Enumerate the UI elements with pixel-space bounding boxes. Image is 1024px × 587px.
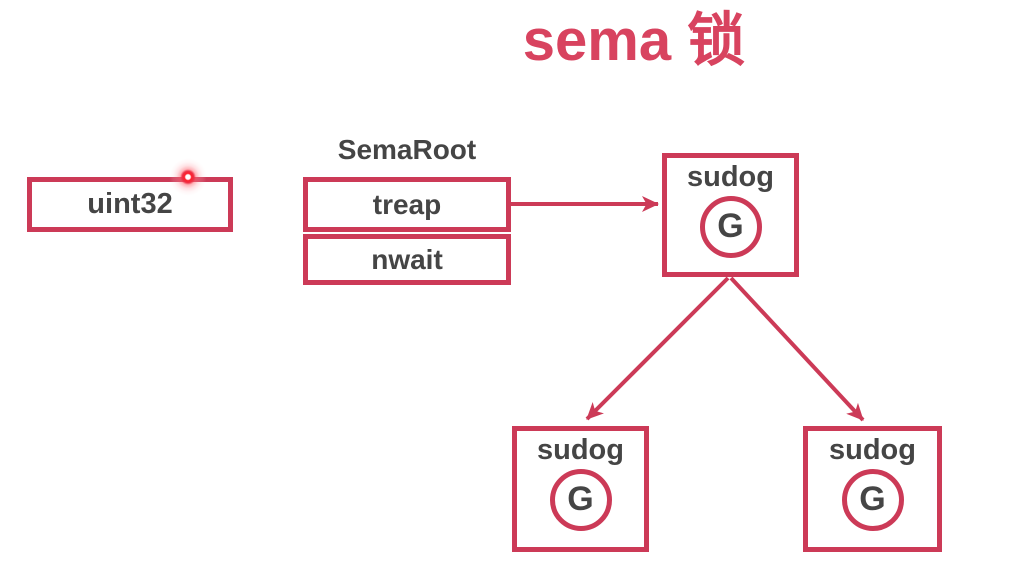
goroutine-circle: G <box>549 468 612 531</box>
semaroot-field-nwait: nwait <box>303 234 511 285</box>
page-title: sema 锁 <box>522 8 746 73</box>
laser-pointer-icon <box>166 155 210 199</box>
goroutine-circle: G <box>699 195 762 258</box>
sudog-node-root: sudog G <box>662 153 799 277</box>
sudog-label: sudog <box>687 161 774 193</box>
arrow-root-to-left-sudog <box>585 276 730 421</box>
arrow-root-to-right-sudog <box>729 276 865 422</box>
treap-label: treap <box>372 188 442 220</box>
sudog-node-right: sudog G <box>803 426 942 552</box>
uint32-label: uint32 <box>87 188 173 220</box>
sudog-node-left: sudog G <box>512 426 649 552</box>
semaroot-title: SemaRoot <box>337 134 477 165</box>
semaroot-field-treap: treap <box>303 177 511 232</box>
sudog-label: sudog <box>537 434 624 466</box>
nwait-label: nwait <box>371 243 443 275</box>
sudog-label: sudog <box>829 434 916 466</box>
goroutine-circle: G <box>841 468 904 531</box>
